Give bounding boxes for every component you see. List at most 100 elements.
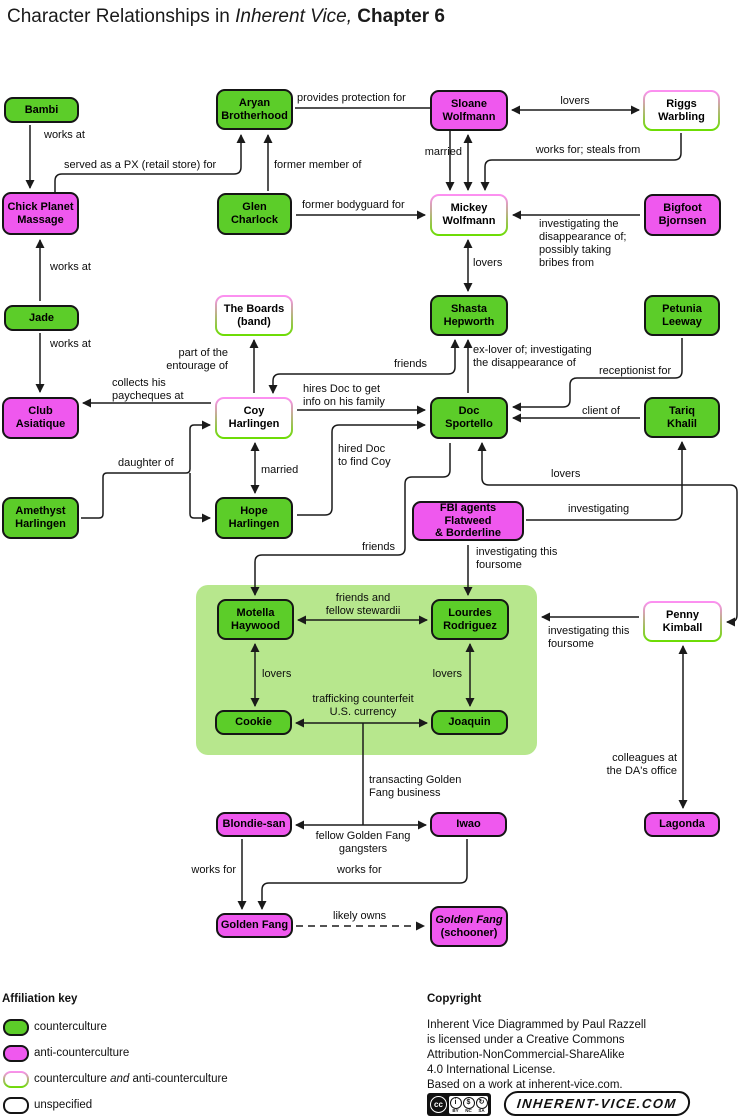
edge-label-investigating-foursome-penny: investigating this foursome [548,625,630,650]
edge-friends-coy-shasta-line [268,339,460,394]
page-title: Character Relationships in Inherent Vice… [7,6,445,28]
edge-label-hires-doc: hires Doc to get info on his family [303,383,385,408]
edge-label-works-for-steals: works for; steals from [535,144,641,156]
edge-daughter-of-line-a [81,420,211,519]
node-club-asiatique: Club Asiatique [2,397,79,439]
legend-label-anti-counterculture: anti-counterculture [34,1047,130,1059]
node-glen-charlock: Glen Charlock [217,193,292,235]
inherent-vice-site-badge: INHERENT-VICE.COM [502,1091,692,1116]
node-cookie: Cookie [215,710,292,735]
edge-served-px-line [54,134,246,192]
title-pre: Character Relationships in [7,6,236,27]
cc-icon: cc [430,1096,447,1113]
edge-hired-doc-line [297,420,426,516]
node-amethyst-harlingen: Amethyst Harlingen [2,497,79,539]
edge-label-likely-owns: likely owns [333,910,387,922]
node-lourdes-rodriguez: Lourdes Rodriguez [431,599,509,640]
edge-lovers-doc-penny-line [477,442,738,627]
edge-daughter-of-line-b [189,473,211,523]
node-riggs-warbling: Riggs Warbling [643,90,720,131]
legend-swatch-dual [3,1071,29,1088]
node-golden-fang-schooner: Golden Fang(schooner) [430,906,508,947]
node-the-boards: The Boards (band) [215,295,293,336]
legend-label-dual: counterculture and anti-counterculture [34,1073,228,1085]
edge-label-receptionist: receptionist for [599,365,672,377]
edge-label-client-of: client of [582,405,620,417]
edge-label-works-for-blondie: works for [191,864,236,876]
edge-label-lovers-lourdes-joaquin: lovers [432,668,462,680]
copyright-heading: Copyright [427,993,482,1005]
node-golden-fang: Golden Fang [216,913,293,938]
legend-swatch-anti-counterculture [3,1045,29,1062]
schooner-title: Golden Fang [435,913,503,926]
edge-works-for-iwao-line [257,839,468,910]
node-sloane-wolfmann: Sloane Wolfmann [430,90,508,131]
edge-label-works-at-bambi: works at [44,129,85,141]
cc-sa-icon: ↻SA [475,1096,488,1114]
edge-label-former-bodyguard: former bodyguard for [302,199,405,211]
edge-label-hired-doc: hired Doc to find Coy [338,443,391,468]
edge-label-married-mickey-sloane: married [424,146,462,158]
legend-dual-and: and [110,1073,130,1085]
edge-label-works-at-jade-down: works at [50,338,91,350]
edge-label-former-member: former member of [274,159,362,171]
node-mickey-wolfmann: Mickey Wolfmann [430,194,508,236]
title-italic: Inherent Vice, [235,6,353,27]
edge-label-friends-stewardii: friends and fellow stewardii [325,592,401,617]
node-blondie-san: Blondie-san [216,812,292,837]
node-coy-harlingen: Coy Harlingen [215,397,293,439]
edge-label-provides-protection: provides protection for [297,92,406,104]
edge-label-friends-coy-shasta: friends [394,358,428,370]
legend-label-unspecified: unspecified [34,1099,93,1111]
legend-dual-post: anti-counterculture [129,1073,228,1085]
node-hope-harlingen: Hope Harlingen [215,497,293,539]
edge-label-served-px: served as a PX (retail store) for [64,159,217,171]
edge-label-entourage: part of the entourage of [166,347,228,372]
edge-label-works-at-jade-up: works at [50,261,91,273]
copyright-text: Inherent Vice Diagrammed by Paul Razzell… [427,1019,647,1091]
node-tariq-khalil: Tariq Khalil [644,397,720,438]
edge-friends-doc-motella-line [250,443,451,596]
edge-label-friends-doc-motella: friends [362,541,396,553]
node-bigfoot-bjornsen: Bigfoot Bjornsen [644,194,721,236]
edge-label-ex-lover: ex-lover of; investigating the disappear… [473,344,592,369]
node-motella-haywood: Motella Haywood [217,599,294,640]
edge-works-for-steals-line [480,133,682,191]
legend-swatch-unspecified [3,1097,29,1114]
legend-heading: Affiliation key [2,993,78,1005]
node-aryan-brotherhood: Aryan Brotherhood [216,89,293,130]
edge-label-investigating-foursome-fbi: investigating this foursome [476,546,558,571]
edge-label-fellow-gangsters: fellow Golden Fang gangsters [315,830,411,855]
node-bambi: Bambi [4,97,79,123]
edge-label-lovers-mickey-shasta: lovers [473,257,503,269]
edge-label-collects-paycheques: collects his paycheques at [112,377,184,402]
edge-label-investigating-tariq: investigating [568,503,630,515]
legend-dual-pre: counterculture [34,1073,111,1085]
edge-label-lovers-doc-penny: lovers [551,468,581,480]
node-lagonda: Lagonda [644,812,720,837]
node-jade: Jade [4,305,79,331]
legend-label-counterculture: counterculture [34,1021,107,1033]
node-doc-sportello: Doc Sportello [430,397,508,439]
legend-swatch-counterculture [3,1019,29,1036]
edge-label-investigating-bigfoot: investigating the disappearance of; poss… [539,218,627,269]
edge-label-works-for-iwao: works for [337,864,382,876]
edge-label-married-coy-hope: married [261,464,299,476]
edge-investigating-tariq-line [526,441,687,521]
node-shasta-hepworth: Shasta Hepworth [430,295,508,336]
title-bold: Chapter 6 [352,6,445,27]
schooner-sub: (schooner) [440,926,498,939]
node-fbi-agents: FBI agents Flatweed & Borderline [412,501,524,541]
edge-label-colleagues: colleagues at the DA's office [606,752,677,777]
cc-nc-icon: $NC [462,1096,475,1114]
node-chick-planet-massage: Chick Planet Massage [2,192,79,235]
node-petunia-leeway: Petunia Leeway [644,295,720,336]
node-penny-kimball: Penny Kimball [643,601,722,642]
edge-receptionist-line [512,338,683,412]
site-badge-text: INHERENT-VICE.COM [516,1096,678,1111]
edge-label-transacting: transacting Golden Fang business [369,774,462,799]
